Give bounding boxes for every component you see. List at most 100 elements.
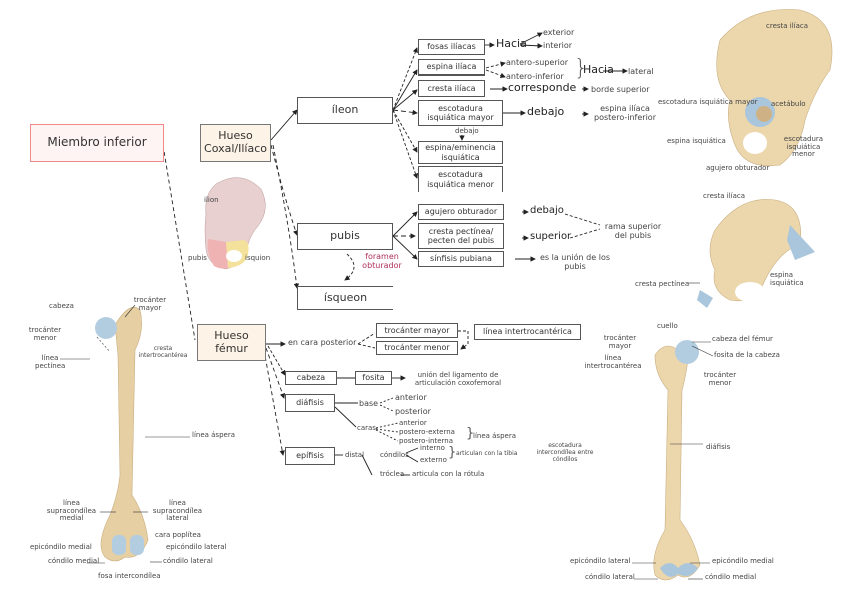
item-text: línea intertrocantérica — [483, 327, 572, 337]
fl-epicondilo-lateral: epicóndilo lateral — [166, 543, 227, 551]
coxal-mid-image — [697, 199, 815, 308]
node-hueso-femur: Hueso fémur — [197, 324, 266, 361]
base-anterior: anterior — [395, 393, 427, 402]
foramen-obturador: foramen obturador — [362, 252, 402, 271]
top-label-escotadura-mayor: escotadura isquiática mayor — [658, 98, 758, 106]
item-text: escotadura isquiática mayor — [427, 103, 494, 122]
linea-aspera-text: línea áspera — [473, 432, 517, 440]
hacia-lateral: lateral — [628, 67, 654, 76]
brace: } — [448, 445, 457, 460]
coxal-small-image — [204, 177, 266, 270]
fl-supracondilea-lateral: línea supracondílea lateral — [152, 499, 203, 523]
borde-superior: borde superior — [591, 85, 650, 94]
escotadura-intercondilea: escotadura intercondílea entre cóndilos — [536, 442, 594, 463]
rotula-text: articula con la rótula — [412, 470, 485, 478]
troclea-label: tróclea — [380, 470, 405, 478]
fl-linea-aspera: línea áspera — [192, 431, 236, 439]
top-label-cresta-iliaca: cresta ilíaca — [766, 22, 809, 30]
fl-trocanter-menor: trocánter menor — [28, 326, 62, 342]
caras-label: caras — [357, 424, 376, 432]
brace: } — [466, 426, 475, 441]
item-text: escotadura isquiática menor — [427, 170, 494, 189]
fl-cresta-intertrocanterea: cresta intertrocantérea — [138, 345, 188, 359]
fr-condilo-medial: cóndilo medial — [705, 573, 757, 581]
top-label-escotadura-menor: escotadura isquiática menor — [783, 135, 824, 159]
ileon-item-fosas: fosas ilíacas — [418, 39, 485, 55]
fl-linea-pectinea: línea pectínea — [35, 354, 66, 370]
pubis-debajo: debajo — [530, 205, 564, 216]
top-label-acetabulo: acetábulo — [771, 100, 806, 108]
item-text: fosita — [362, 373, 385, 383]
fr-diafisis: diáfisis — [706, 443, 731, 451]
union-ligamento: unión del ligamento de articulación coxo… — [414, 371, 502, 388]
pubis-item-cresta-pectinea: cresta pectínea/ pecten del pubis — [418, 223, 504, 249]
fl-condilo-lateral: cóndilo lateral — [163, 557, 213, 565]
fl-epicondilo-medial: epicóndilo medial — [30, 543, 92, 551]
top-label-espina-isquiatica: espina isquiática — [667, 137, 726, 145]
coxal-top-image — [716, 9, 833, 167]
debajo-small: debajo — [455, 127, 479, 135]
mid-label-espina-isquiatica: espina isquiática — [770, 271, 804, 287]
fr-linea-intertrocanterea: línea intertrocantérea — [584, 354, 642, 370]
caras-postero-externa: postero-externa — [399, 428, 455, 436]
hacia-interior: interior — [543, 41, 573, 50]
pubis-label: pubis — [330, 229, 360, 243]
fl-cara-poplitea: cara poplítea — [155, 531, 201, 539]
img-label-pubis: pubis — [188, 254, 207, 262]
fr-trocanter-menor: trocánter menor — [703, 371, 737, 387]
condilos-label: cóndilos — [380, 451, 409, 459]
fr-cabeza-femur: cabeza del fémur — [712, 335, 773, 343]
corresponde-text: corresponde — [508, 81, 577, 94]
coxal-label: Hueso Coxal/Ilíaco — [204, 129, 267, 155]
ileon-item-espina: espina ilíaca — [418, 59, 485, 76]
top-label-agujero-obturador: agujero obturador — [706, 164, 770, 172]
item-text: fosas ilíacas — [427, 42, 476, 52]
fr-epicondilo-medial: epicóndilo medial — [712, 557, 774, 565]
brace: } — [574, 56, 588, 81]
fr-trocanter-mayor: trocánter mayor — [603, 334, 637, 350]
node-hueso-coxal: Hueso Coxal/Ilíaco — [200, 124, 271, 162]
img-label-isquion: isquion — [245, 254, 271, 262]
item-text: trocánter mayor — [384, 325, 450, 335]
node-ileon: ílеon — [297, 97, 393, 124]
fr-epicondilo-lateral: epicóndilo lateral — [570, 557, 631, 565]
ileon-item-escotadura-menor: escotadura isquiática menor — [418, 166, 503, 192]
cara-posterior: en cara posterior — [288, 338, 357, 347]
diafisis-box: diáfisis — [285, 394, 335, 412]
isquion-label: ísquеon — [323, 290, 368, 304]
fosita-box: fosita — [355, 371, 392, 385]
fl-fosa-intercondilea: fosa intercondílea — [98, 572, 161, 580]
distal-label: distal — [345, 451, 365, 459]
item-text: espina/eminencia isquiática — [425, 143, 496, 162]
linea-intertrocanterica-box: línea intertrocantérica — [474, 324, 581, 340]
trocanter-mayor-box: trocánter mayor — [376, 323, 458, 338]
item-text: sínfisis pubiana — [430, 254, 492, 264]
hacia-2: Hacia — [583, 63, 614, 76]
condilo-externo: externo — [420, 456, 447, 464]
pubis-superior: superior — [530, 231, 572, 242]
item-text: espina ilíaca — [426, 62, 477, 72]
fl-condilo-medial: cóndilo medial — [48, 557, 100, 565]
articulan-tibia: articulan con la tibia — [456, 450, 518, 457]
base-label: base — [359, 399, 379, 408]
base-posterior: posterior — [395, 407, 431, 416]
pubis-item-sinfisis: sínfisis pubiana — [418, 251, 504, 267]
node-pubis: pubis — [297, 223, 393, 250]
espina-posteroinferior: espina ilíaca postero-inferior — [594, 104, 656, 123]
femur-label: Hueso fémur — [214, 328, 249, 355]
item-text: trocánter menor — [384, 343, 450, 353]
condilo-interno: interno — [420, 444, 445, 452]
antero-inferior: antero-inferior — [506, 72, 564, 81]
union-pubis: es la unión de los pubis — [540, 253, 610, 272]
debajo-text: debajo — [527, 105, 565, 118]
ileon-item-cresta: cresta ilíaca — [418, 80, 485, 97]
caras-anterior: anterior — [399, 419, 427, 427]
epifisis-box: epífisis — [285, 447, 335, 465]
caras-postero-interna: postero-interna — [399, 437, 454, 445]
item-text: agujero obturador — [424, 207, 498, 217]
fr-condilo-lateral: cóndilo lateral — [585, 573, 635, 581]
node-isquion: ísquеon — [297, 286, 393, 310]
femur-right-image — [653, 340, 701, 581]
